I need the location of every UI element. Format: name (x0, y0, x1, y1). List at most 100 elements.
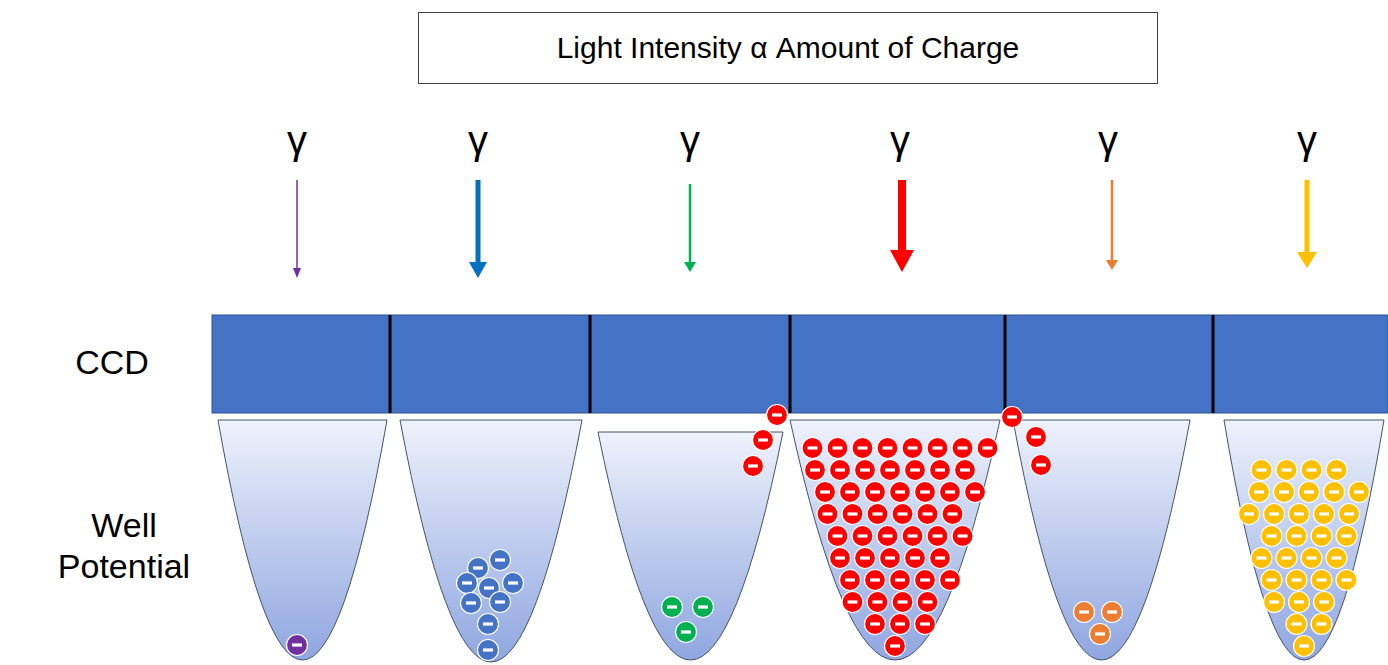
well-label: Well Potential (29, 505, 219, 587)
electron (902, 526, 923, 547)
electron-sign (890, 644, 900, 647)
electron (1314, 592, 1335, 613)
electron (840, 482, 861, 503)
potential-wells (218, 420, 1384, 662)
electron (877, 526, 898, 547)
electron (830, 460, 851, 481)
electron-sign (1007, 415, 1017, 418)
electron (952, 438, 973, 459)
electron-sign (1244, 512, 1254, 515)
electron-sign (1079, 610, 1089, 613)
electron (865, 614, 886, 635)
electron-sign (848, 600, 858, 603)
electron-sign (860, 468, 870, 471)
electron-sign (1031, 435, 1041, 438)
electron (827, 526, 848, 547)
electron (890, 570, 911, 591)
electron-sign (1267, 578, 1277, 581)
electron (880, 548, 901, 569)
electron (503, 573, 524, 594)
electron (693, 597, 714, 618)
electron-sign (1107, 610, 1117, 613)
electron-sign (1292, 534, 1302, 537)
photon-symbol: γ (267, 116, 327, 164)
electron (1326, 548, 1347, 569)
electron (865, 482, 886, 503)
potential-well (218, 420, 387, 660)
electron (1289, 504, 1310, 525)
electron (1026, 427, 1047, 448)
photon-symbol: γ (870, 116, 930, 164)
electron-sign (1095, 632, 1105, 635)
electron-sign (885, 556, 895, 559)
potential-well (790, 420, 1000, 660)
electron-sign (920, 578, 930, 581)
electron-sign (1257, 556, 1267, 559)
electron-sign (835, 468, 845, 471)
electron-sign (772, 413, 782, 416)
electron (880, 460, 901, 481)
electron (1286, 614, 1307, 635)
ccd-label: CCD (37, 342, 187, 383)
electron (917, 592, 938, 613)
electron (867, 504, 888, 525)
electrons (287, 405, 1370, 661)
electron-sign (870, 578, 880, 581)
potential-well (400, 420, 582, 662)
electron-sign (1292, 578, 1302, 581)
electron (802, 438, 823, 459)
electron (1301, 460, 1322, 481)
electron (842, 592, 863, 613)
electron (927, 526, 948, 547)
electron-sign (1269, 600, 1279, 603)
electron (902, 438, 923, 459)
electron-sign (1319, 600, 1329, 603)
electron (1286, 526, 1307, 547)
electron-sign (810, 468, 820, 471)
electron-sign (508, 581, 518, 584)
electron (827, 438, 848, 459)
title-text: Light Intensity α Amount of Charge (557, 31, 1020, 65)
electron (490, 592, 511, 613)
electron-sign (292, 643, 302, 646)
electron-sign (1342, 534, 1352, 537)
electron-sign (1257, 468, 1267, 471)
electron-sign (1294, 600, 1304, 603)
electron-sign (885, 468, 895, 471)
electron-sign (466, 601, 476, 604)
electron (915, 482, 936, 503)
electron-sign (1254, 490, 1264, 493)
electron-sign (933, 446, 943, 449)
electron-sign (1282, 468, 1292, 471)
electron-sign (667, 605, 677, 608)
potential-well (1013, 420, 1190, 660)
electron-sign (1267, 534, 1277, 537)
electron (840, 570, 861, 591)
electron-sign (833, 534, 843, 537)
electron (830, 548, 851, 569)
electron (1251, 548, 1272, 569)
potential-well (598, 432, 783, 660)
electron-sign (860, 556, 870, 559)
electron (817, 504, 838, 525)
electron (977, 438, 998, 459)
electron (1031, 455, 1052, 476)
electron (852, 526, 873, 547)
electron (457, 573, 478, 594)
electron-sign (495, 558, 505, 561)
electron (767, 405, 788, 426)
electron (885, 636, 906, 657)
electron-sign (933, 534, 943, 537)
electron-sign (920, 622, 930, 625)
electron-sign (1329, 490, 1339, 493)
electron (1249, 482, 1270, 503)
electron (892, 592, 913, 613)
electron-sign (1304, 490, 1314, 493)
electron (917, 504, 938, 525)
electron (1102, 602, 1123, 623)
electron (1274, 482, 1295, 503)
electron-sign (495, 600, 505, 603)
electron-sign (1036, 463, 1046, 466)
electron (867, 592, 888, 613)
electron (815, 482, 836, 503)
